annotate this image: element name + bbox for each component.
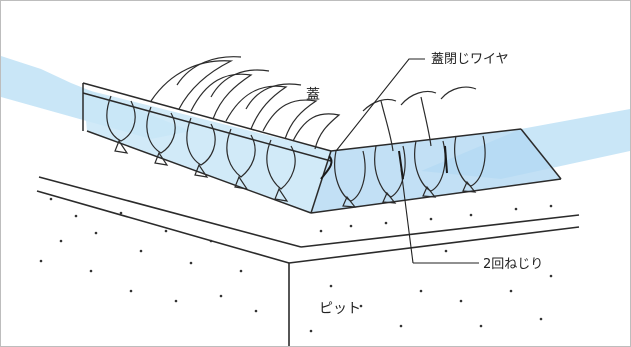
double-twist-label: 2回ねじり [483,257,543,272]
mesh-left [106,95,296,202]
closure-wire [320,145,448,180]
pit-outline [36,176,580,346]
mesh-right [334,86,486,208]
gabion-fill-right [311,129,561,213]
lid-mesh [150,56,341,150]
leader-lines [335,58,479,264]
pit-surface [39,179,579,263]
pit-label: ピット [319,301,361,317]
pit-dots [39,197,553,333]
lid-wire-label: 蓋閉じワイヤ [431,52,509,67]
mesh-label: 蓋 [306,87,320,103]
gabion-fill-left [83,89,331,213]
